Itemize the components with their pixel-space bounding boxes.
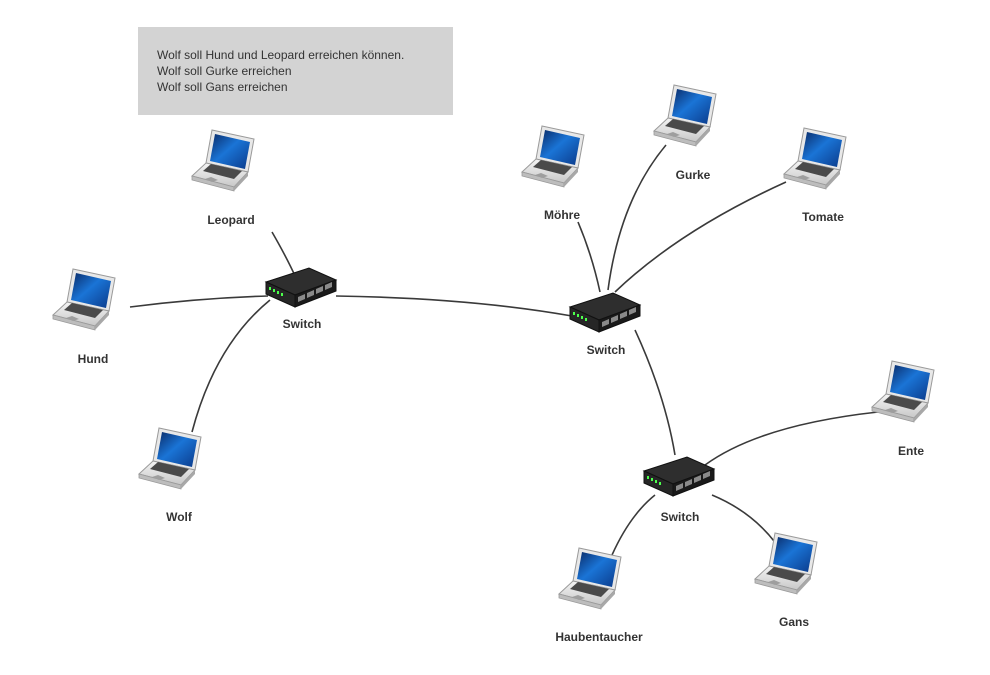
cables [129,144,879,558]
laptop-label: Leopard [207,213,254,227]
note-line: Wolf soll Gans erreichen [157,80,288,94]
cable-ente-switch3 [704,411,879,466]
note-line: Wolf soll Hund und Leopard erreichen kön… [157,48,405,62]
cable-leopard-switch1 [271,231,297,279]
laptop-label: Gans [779,615,809,629]
laptop-tomate: Tomate [783,127,847,224]
cable-switch2-switch3 [634,329,676,456]
laptop-gurke: Gurke [653,84,717,182]
switch-label: Switch [661,510,700,524]
switch-label: Switch [587,343,626,357]
laptop-label: Haubentaucher [555,630,643,644]
cable-tomate-switch2 [614,181,787,293]
cable-wolf-switch1 [191,299,271,433]
laptop-label: Tomate [802,210,844,224]
laptop-icon [653,84,717,147]
laptop-icon [521,125,585,188]
laptop-icon [558,547,622,610]
laptop-hund: Hund [52,268,116,366]
laptop-haubentaucher: Haubentaucher [555,547,643,644]
laptop-label: Hund [78,352,109,366]
laptop-icon [138,427,202,490]
requirements-note: Wolf soll Hund und Leopard erreichen kön… [138,27,453,115]
cable-moehre-switch2 [577,221,601,293]
switch-icon [569,292,641,333]
switch-3: Switch [643,456,715,524]
switch-1: Switch [265,267,337,331]
switch-2: Switch [569,292,641,357]
laptop-icon [191,129,255,192]
cable-haubentaucher-switch3 [611,494,656,556]
note-line: Wolf soll Gurke erreichen [157,64,292,78]
switch-label: Switch [283,317,322,331]
laptop-icon [871,360,935,423]
laptop-label: Ente [898,444,924,458]
laptop-leopard: Leopard [191,129,255,227]
cable-switch1-switch2 [335,295,573,317]
laptop-icon [52,268,116,331]
laptop-ente: Ente [871,360,935,458]
switch-icon [265,267,337,308]
cable-hund-switch1 [129,295,269,308]
laptop-label: Wolf [166,510,193,524]
switch-icon [643,456,715,497]
cable-gurke-switch2 [607,144,667,291]
laptop-label: Gurke [676,168,711,182]
laptop-icon [754,532,818,595]
laptop-icon [783,127,847,190]
laptop-wolf: Wolf [138,427,202,524]
laptop-gans: Gans [754,532,818,629]
laptop-moehre: Möhre [521,125,585,222]
laptop-label: Möhre [544,208,580,222]
